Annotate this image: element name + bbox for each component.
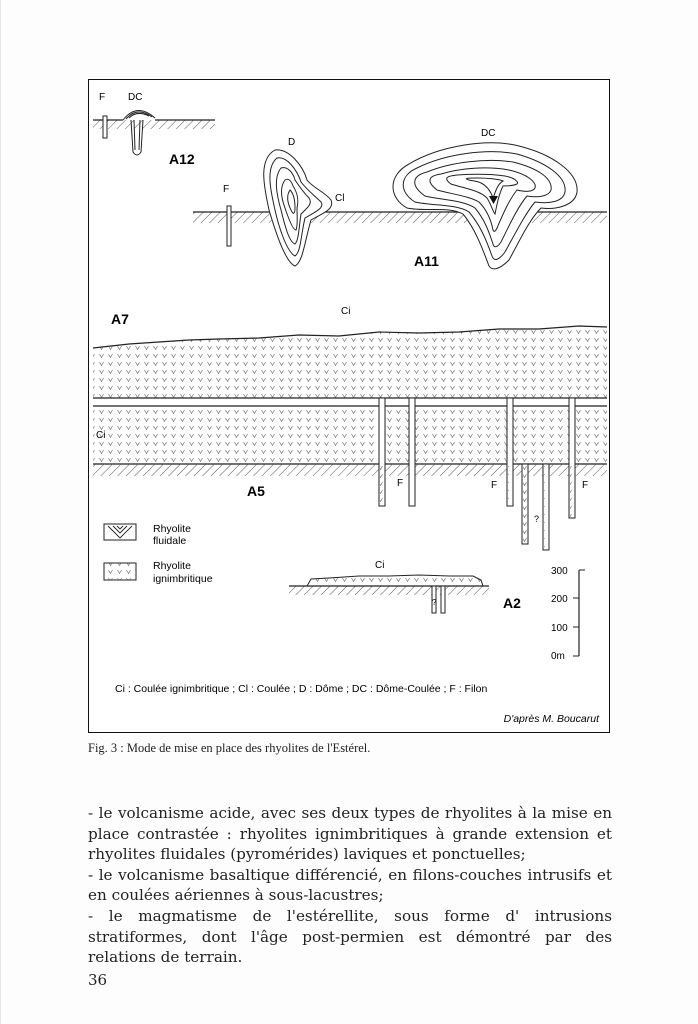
figure-caption: Fig. 3 : Mode de mise en place des rhyol…: [88, 741, 370, 756]
label-a7: A7: [111, 311, 129, 327]
label-ci-a2: Ci: [375, 560, 384, 571]
scale-300: 300: [551, 566, 568, 577]
scale-bar: 300 200 100 0m: [551, 566, 585, 662]
abbreviations-key: Ci : Coulée ignimbritique ; Cl : Coulée …: [115, 683, 487, 695]
scale-200: 200: [551, 594, 568, 605]
scale-100: 100: [551, 623, 568, 634]
legend-fluidale-line2: fluidale: [153, 535, 186, 547]
label-d: D: [288, 137, 295, 148]
legend-swatch-ignimbritique: [104, 563, 136, 580]
label-f-a5-1: F: [397, 478, 403, 489]
a2-group: ? Ci A2: [289, 560, 521, 613]
paragraph-basaltic-volcanism: - le volcanisme basaltique différencié, …: [88, 865, 612, 906]
label-ci-a5: Ci: [96, 430, 105, 441]
label-dc-a11: DC: [481, 128, 495, 139]
label-a5: A5: [247, 483, 265, 499]
legend: Rhyolite fluidale Rhyolite ignimbritique: [104, 523, 213, 585]
label-f-a12: F: [99, 92, 105, 103]
label-f-a5-3: F: [582, 480, 588, 491]
label-q-a2: ?: [432, 598, 437, 607]
label-a12: A12: [169, 151, 195, 167]
a7-a5-section: A7 Ci Ci A5 F F F ?: [93, 306, 607, 550]
label-ci-a7: Ci: [341, 306, 350, 317]
body-text: - le volcanisme acide, avec ses deux typ…: [88, 803, 612, 968]
paragraph-esterellite: - le magmatisme de l'estérellite, sous f…: [88, 906, 612, 968]
label-q-a5: ?: [534, 514, 539, 524]
scale-0m: 0m: [551, 651, 565, 662]
paragraph-acid-volcanism: - le volcanisme acide, avec ses deux typ…: [88, 803, 612, 865]
label-f-a5-2: F: [491, 480, 497, 491]
figure-credit: D'après M. Boucarut: [504, 713, 600, 725]
a12-group: F DC A12: [93, 92, 215, 167]
label-a2: A2: [503, 595, 521, 611]
figure-frame: F DC A12 F D Cl DC A11: [88, 79, 610, 733]
a11-group: F D Cl DC A11: [193, 128, 607, 269]
legend-fluidale-line1: Rhyolite: [153, 523, 191, 535]
label-f-a11: F: [223, 184, 229, 195]
label-a11: A11: [414, 253, 439, 269]
legend-ignimbritique-line1: Rhyolite: [153, 560, 191, 572]
label-cl: Cl: [335, 193, 344, 204]
page-number: 36: [88, 971, 107, 989]
legend-ignimbritique-line2: ignimbritique: [153, 573, 213, 585]
label-dc-a12: DC: [128, 92, 142, 103]
rhyolite-diagram: F DC A12 F D Cl DC A11: [89, 80, 608, 731]
